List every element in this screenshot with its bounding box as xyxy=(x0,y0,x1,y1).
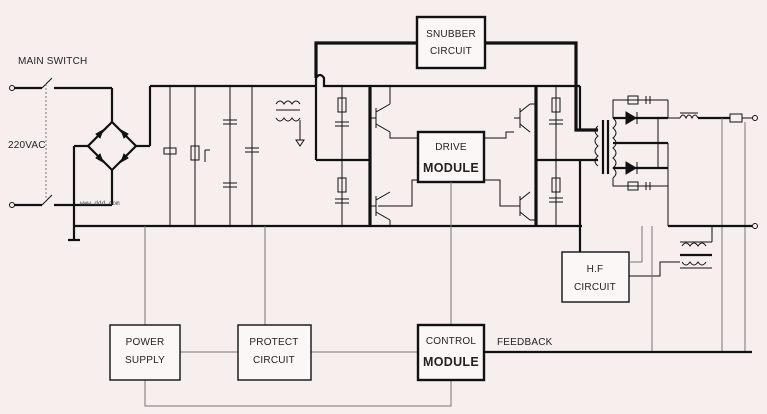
inverter-top-rail xyxy=(314,73,580,88)
current-transformer xyxy=(275,84,316,147)
bridge-rectifier xyxy=(72,86,152,240)
power-supply-title: POWER xyxy=(126,337,165,348)
protect-subtitle: CIRCUIT xyxy=(253,355,295,366)
hf-subtitle: CIRCUIT xyxy=(574,282,616,293)
control-subtitle: MODULE xyxy=(423,355,479,369)
control-module-block xyxy=(416,323,486,382)
feedback-label: FEEDBACK xyxy=(497,337,553,348)
control-wiring xyxy=(144,182,752,407)
output-terminal-negative xyxy=(752,223,758,229)
shunt-resistor xyxy=(729,113,743,123)
input-voltage-label: 220VAC xyxy=(8,140,46,151)
main-switch-label: MAIN SWITCH xyxy=(18,56,87,67)
filter-capacitor-1 xyxy=(163,147,177,155)
drive-subtitle: MODULE xyxy=(423,161,479,175)
filter-resistor xyxy=(190,145,200,161)
main-switch-blade-top xyxy=(41,77,53,89)
ac-input xyxy=(9,77,114,208)
power-supply-subtitle: SUPPLY xyxy=(125,355,165,366)
left-inverter-leg xyxy=(335,86,418,226)
drive-module-block xyxy=(416,130,486,184)
snubber-title: SNUBBER xyxy=(426,29,476,40)
output-rectifier xyxy=(612,95,669,191)
protect-circuit-block xyxy=(237,324,312,381)
hf-title: H.F xyxy=(587,264,604,275)
output-stage xyxy=(667,112,758,352)
drive-title: DRIVE xyxy=(435,142,467,153)
snubber-circuit-block xyxy=(415,15,487,70)
input-terminal-top xyxy=(9,85,15,91)
watermark-text: www.ddd.com xyxy=(80,200,120,207)
input-filter xyxy=(163,86,259,226)
right-inverter-leg xyxy=(484,86,598,226)
protect-title: PROTECT xyxy=(249,337,298,348)
hf-coupling-coil xyxy=(629,226,713,352)
hf-circuit-block xyxy=(561,251,630,303)
snubber-subtitle: CIRCUIT xyxy=(430,46,472,57)
output-terminal-positive xyxy=(752,115,758,121)
output-choke xyxy=(679,114,699,120)
input-terminal-bottom xyxy=(9,202,15,208)
power-supply-block xyxy=(109,324,181,381)
control-title: CONTROL xyxy=(426,336,477,347)
main-transformer xyxy=(594,117,617,179)
main-switch-blade-bottom xyxy=(41,194,53,206)
